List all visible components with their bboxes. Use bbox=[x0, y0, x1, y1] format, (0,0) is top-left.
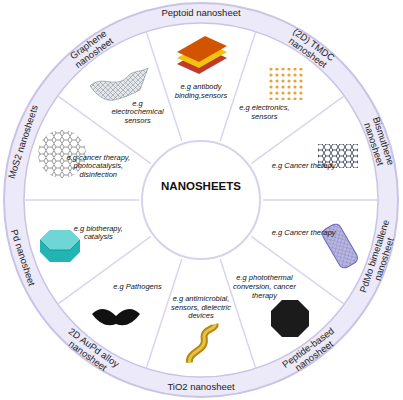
wedge-segment: e.g biotherapy, catalysisPd nanosheet bbox=[66, 225, 130, 242]
example-text: e.g antibody binding,sensors bbox=[169, 83, 233, 100]
wedge-segment: e.g antibody binding,sensorsPeptoid nano… bbox=[169, 83, 233, 100]
wedge-segment: e.g antimicrobial, sensors, dielectric d… bbox=[169, 295, 233, 321]
example-text: e.g antimicrobial, sensors, dielectric d… bbox=[169, 295, 233, 321]
example-text: e.g Pathogens bbox=[106, 283, 170, 292]
center-circle: NANOSHEETS bbox=[141, 140, 261, 260]
example-text: e.g Cancer therapy bbox=[272, 162, 336, 171]
wedge-segment: e.g electronics, sensors(2D) TMDC nanosh… bbox=[232, 104, 296, 121]
example-text: e.g cancer therapy, photocatalysis, disi… bbox=[66, 154, 130, 180]
wedge-segment: e.g Cancer therapyPdMo bimetallene nanos… bbox=[272, 229, 336, 238]
wedge-divider bbox=[146, 259, 182, 368]
center-title: NANOSHEETS bbox=[143, 180, 259, 192]
wedge-divider bbox=[24, 199, 139, 201]
wedge-segment: e.g photothermal conversion, cancer ther… bbox=[232, 274, 296, 300]
wedge-segment: e.g Pathogens2D AuPd alloy nanosheet bbox=[106, 283, 170, 292]
example-text: e.g electronics, sensors bbox=[232, 104, 296, 121]
example-text: e.g electrochemical sensors bbox=[106, 100, 170, 126]
wedge-segment: e.g cancer therapy, photocatalysis, disi… bbox=[66, 154, 130, 180]
example-text: e.g Cancer therapy bbox=[272, 229, 336, 238]
wedge-segment: e.g electrochemical sensorsGraphene nano… bbox=[106, 100, 170, 126]
wedge-segment: e.g Cancer therapyBismuthene nanosheet bbox=[272, 162, 336, 171]
wedge-divider bbox=[220, 32, 256, 141]
wedge-divider bbox=[146, 32, 182, 141]
example-text: e.g biotherapy, catalysis bbox=[66, 225, 130, 242]
ring-label: TiO2 nanosheet bbox=[159, 382, 243, 392]
ring-label: Peptoid nanosheet bbox=[159, 8, 243, 18]
example-text: e.g photothermal conversion, cancer ther… bbox=[232, 274, 296, 300]
wedge-divider bbox=[263, 199, 378, 201]
